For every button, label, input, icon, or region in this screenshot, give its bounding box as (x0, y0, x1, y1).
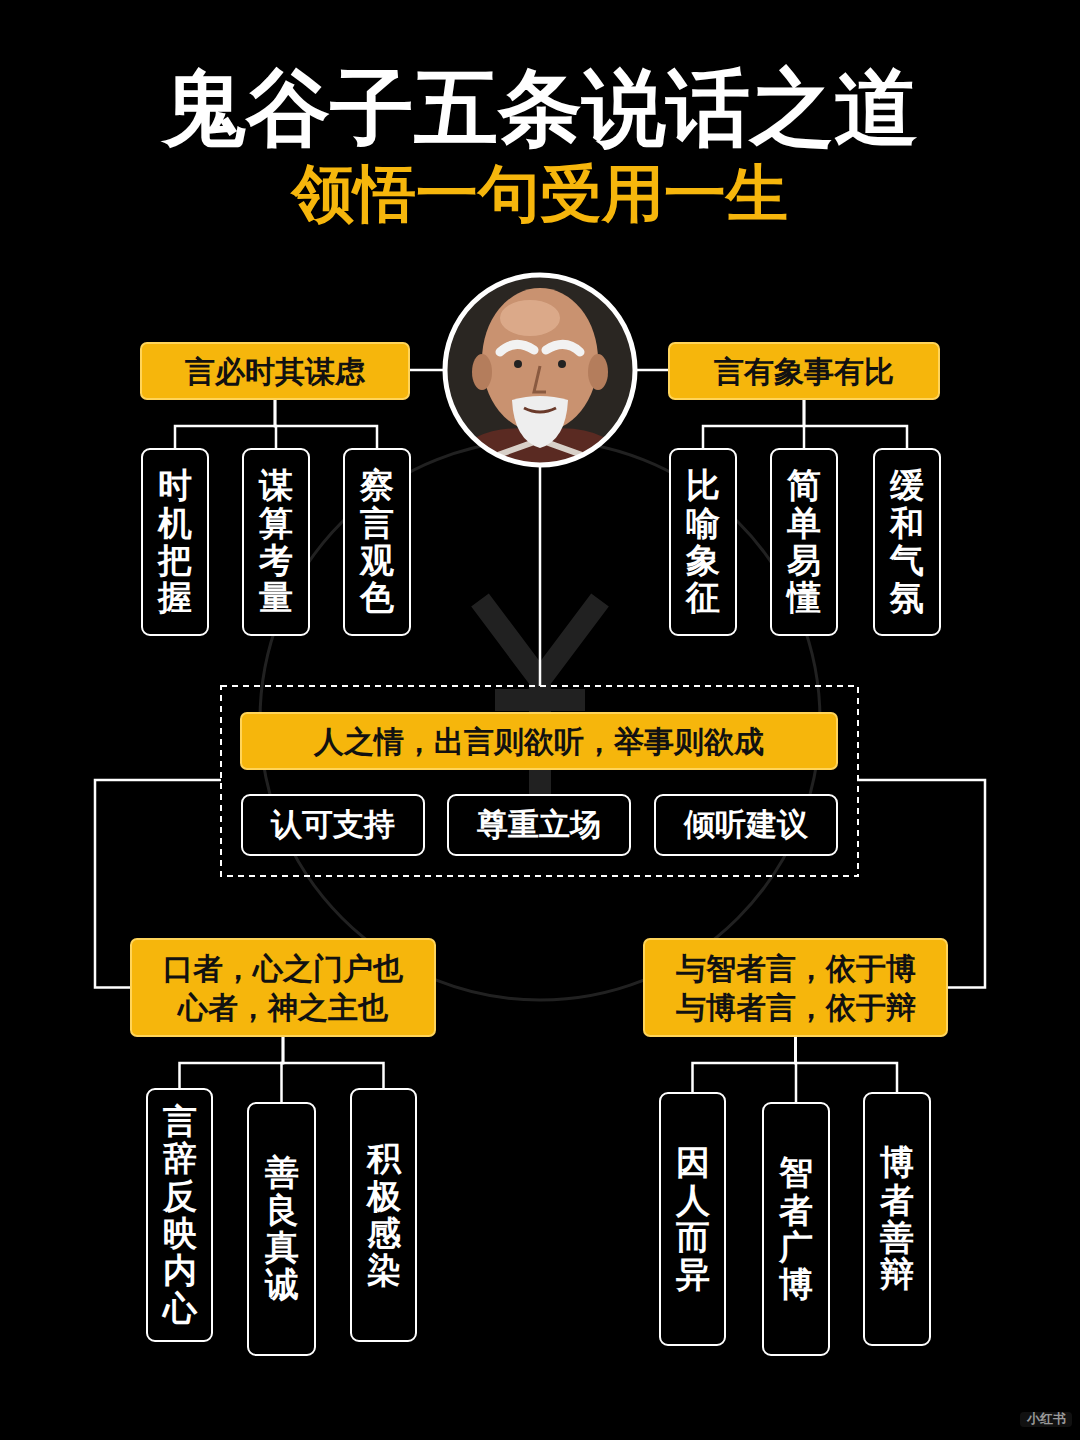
node-text: 积极感染 (367, 1140, 401, 1290)
node-text: 缓和气氛 (890, 467, 924, 617)
heading-box: 口者，心之门户也 心者，神之主也 (130, 938, 436, 1037)
ear (588, 354, 608, 390)
eye (558, 360, 566, 368)
column-box: 智者广博 (762, 1102, 830, 1356)
node-text: 善良真诚 (265, 1154, 299, 1304)
node-text: 智者广博 (779, 1154, 813, 1304)
portrait-ring (445, 275, 635, 465)
connector (693, 1037, 796, 1092)
node-text: 简单易懂 (787, 467, 821, 617)
bald-shine (500, 300, 560, 336)
portrait-ground (445, 275, 635, 465)
connector (804, 400, 907, 448)
node-text: 人之情，出言则欲听，举事则欲成 (314, 722, 764, 761)
node-text: 谋算考量 (259, 467, 293, 617)
column-box: 言辞反映内心 (146, 1088, 213, 1342)
column-box: 积极感染 (350, 1088, 417, 1342)
beard (512, 396, 568, 448)
node-text: 言有象事有比 (714, 352, 894, 391)
node-text: 言必时其谋虑 (185, 352, 365, 391)
nose (534, 366, 546, 392)
connector (703, 400, 804, 448)
node-text: 认可支持 (271, 806, 395, 843)
point-box: 尊重立场 (447, 794, 631, 856)
mouth (524, 408, 556, 412)
node-text: 时机把握 (158, 467, 192, 617)
dashed-frame (221, 686, 858, 876)
heading-box: 言必时其谋虑 (140, 342, 410, 400)
column-box: 谋算考量 (242, 448, 310, 636)
node-text: 博者善辩 (880, 1144, 914, 1294)
node-text: 尊重立场 (477, 806, 601, 843)
portrait (445, 275, 635, 470)
heading-box: 人之情，出言则欲听，举事则欲成 (240, 712, 838, 770)
connector (275, 400, 377, 448)
portrait-link (634, 369, 668, 372)
node-text: 倾听建议 (684, 806, 808, 843)
connector (180, 1037, 284, 1088)
ear (472, 354, 492, 390)
watermark-logo: 小红书 (1020, 1412, 1072, 1427)
heading-box: 言有象事有比 (668, 342, 940, 400)
column-box: 因人而异 (659, 1092, 726, 1346)
subtitle: 领悟一句受用一生 (0, 158, 1080, 229)
node-text: 口者，心之门户也 心者，神之主也 (144, 949, 422, 1027)
column-box: 缓和气氛 (873, 448, 941, 636)
connector (283, 1037, 384, 1088)
column-box: 善良真诚 (247, 1102, 316, 1356)
portrait-link (539, 465, 542, 686)
column-box: 简单易懂 (770, 448, 838, 636)
column-box: 时机把握 (141, 448, 209, 636)
node-text: 言辞反映内心 (163, 1103, 197, 1327)
column-box: 比喻象征 (669, 448, 737, 636)
node-text: 因人而异 (676, 1144, 710, 1294)
portrait-link (410, 369, 446, 372)
node-text: 与智者言，依于博 与博者言，依于辩 (657, 949, 934, 1027)
node-text: 比喻象征 (686, 467, 720, 617)
title: 鬼谷子五条说话之道 (0, 62, 1080, 154)
connector (175, 400, 275, 448)
point-box: 认可支持 (241, 794, 425, 856)
connector (796, 1037, 898, 1092)
node-text: 察言观色 (360, 467, 394, 617)
eyebrows (500, 344, 580, 352)
column-box: 察言观色 (343, 448, 411, 636)
eye (514, 360, 522, 368)
column-box: 博者善辩 (863, 1092, 931, 1346)
heading-box: 与智者言，依于博 与博者言，依于辩 (643, 938, 948, 1037)
point-box: 倾听建议 (654, 794, 838, 856)
